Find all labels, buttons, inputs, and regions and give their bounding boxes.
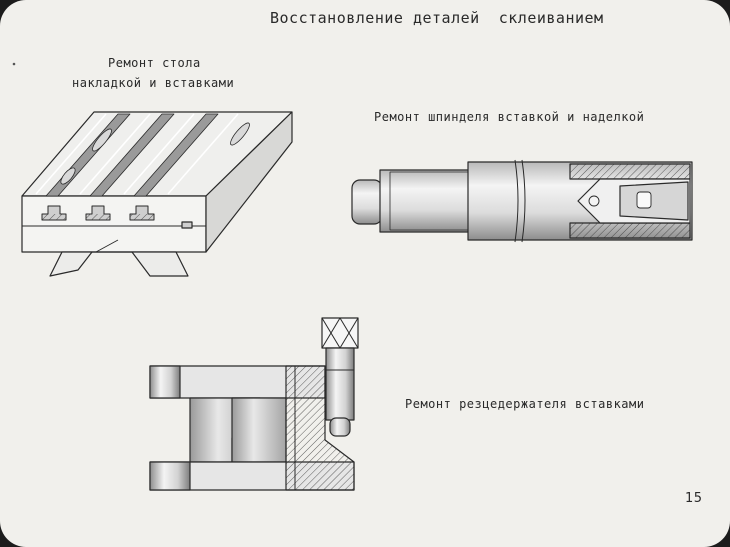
tool-holder-drawing [149, 317, 359, 491]
page-number: 15 [685, 491, 703, 506]
spindle-drawing [351, 159, 693, 243]
table-drawing [21, 111, 293, 277]
caption-tool-holder: Ремонт резцедержателя вставками [405, 397, 645, 411]
slide-title: Восстановление деталей склеиванием [270, 9, 604, 27]
caption-spindle: Ремонт шпинделя вставкой и наделкой [374, 110, 645, 124]
caption-table-line2: накладкой и вставками [72, 76, 235, 90]
caption-table-line1: Ремонт стола [108, 56, 201, 70]
